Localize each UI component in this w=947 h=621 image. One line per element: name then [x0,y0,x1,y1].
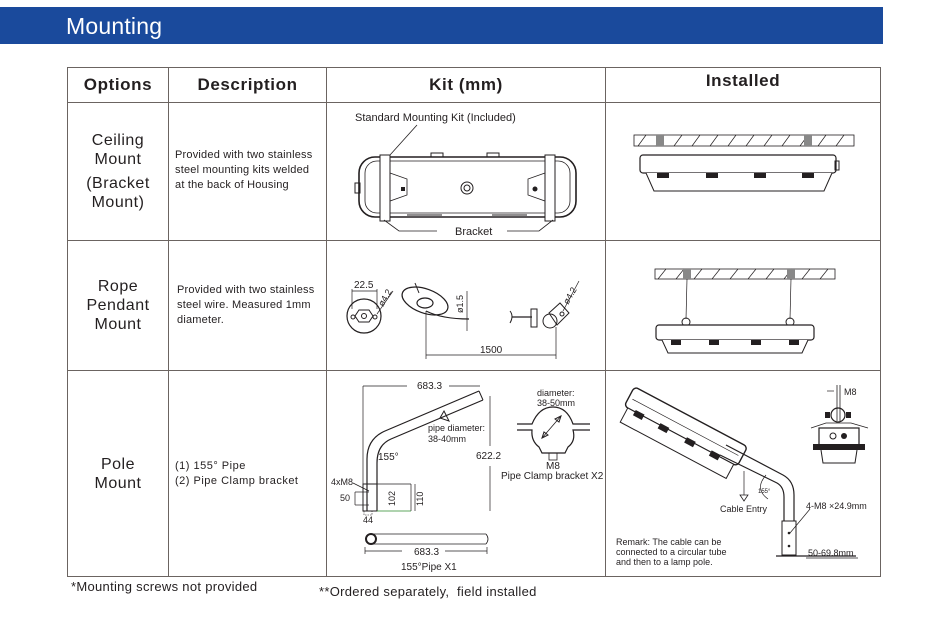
rope-pendant-fixture-icon [654,268,836,354]
dim-hole-left: ø4.2 [376,287,394,308]
description-line: (1) 155° Pipe [175,459,246,472]
pole-diameter: 50-69.8mm [808,548,854,558]
dim-wire: ø1.5 [455,295,465,313]
kit-rope-pendant: 22.5 ø4.2 ø1.5 [326,240,606,371]
remark-line: connected to a circular tube [616,547,727,557]
dim-plate-width: 22.5 [354,280,374,291]
description-line: Provided with two stainless [177,284,315,296]
pipe-diameter-value: 38-40mm [428,434,466,444]
description-line: at the back of Housing [175,179,289,191]
remark-line: and then to a lamp pole. [616,557,713,567]
header-kit: Kit (mm) [326,67,606,103]
description-line: steel mounting kits welded [175,164,310,176]
clamp-diameter-label: diameter: [537,388,575,398]
ceiling-bracket-drawing-icon: Standard Mounting Kit (Included) [354,112,577,238]
installed-bolt-label: M8 [844,387,857,397]
description-line: steel wire. Measured 1mm [177,299,311,311]
ceiling-mounted-fixture-icon [633,134,855,192]
option-line: Mount [94,316,142,333]
description-line: Provided with two stainless [175,149,313,161]
header-description: Description [168,67,327,103]
option-line: (Bracket [86,175,150,192]
dim-110: 110 [415,492,425,506]
footnote-ordered-separately: **Ordered separately, [319,584,450,599]
option-line: Mount [94,474,142,492]
kit-ceiling-mount: Standard Mounting Kit (Included) [326,102,606,241]
pole-mounted-fixture-icon: 155° Cable Entry 4-M8 ×24.9mm 50-69.8mm … [616,385,869,567]
kit-label-standard: Standard Mounting Kit (Included) [355,112,516,124]
header-options: Options [67,67,169,103]
section-banner: Mounting [0,7,883,44]
option-line: Ceiling [91,132,145,149]
option-ceiling-mount: Ceiling Mount (Bracket Mount) [67,102,169,241]
installed-rope-pendant [605,240,881,371]
dim-length: 1500 [480,345,503,356]
mounting-table: Options Description Kit (mm) Installed C… [67,67,881,577]
dim-44: 44 [363,515,373,525]
description-ceiling-mount: Provided with two stainless steel mounti… [168,102,327,241]
option-line: Rope [97,278,139,295]
clamp-bolt: M8 [546,461,560,472]
dim-top-length: 683.3 [417,381,442,392]
pole-pipe-kit-icon: 683.3 pipe diameter: 38-40mm 155° 622.2 … [331,381,604,573]
footnote-field-installed: field installed [457,584,537,599]
kit-pole-mount: 683.3 pipe diameter: 38-40mm 155° 622.2 … [326,370,606,577]
option-pole-mount: Pole Mount [67,370,169,577]
option-rope-pendant: Rope Pendant Mount [67,240,169,371]
dim-50: 50 [340,493,350,503]
table-row-ceiling-mount: Ceiling Mount (Bracket Mount) Provided w… [67,102,881,241]
installed-screws: 4-M8 ×24.9mm [806,501,867,511]
section-title: Mounting [66,13,163,39]
rope-pendant-kit-icon: 22.5 ø4.2 ø1.5 [346,280,580,359]
clamp-caption: Pipe Clamp bracket X2 [501,471,604,482]
installed-ceiling-mount [605,102,881,241]
table-row-rope-pendant: Rope Pendant Mount Provided with two sta… [67,240,881,371]
table-row-pole-mount: Pole Mount (1) 155° Pipe (2) Pipe Clamp … [67,370,881,577]
option-line: Mount) [91,194,145,211]
dim-screws: 4xM8 [331,477,353,487]
footnote-screws: *Mounting screws not provided [71,579,258,594]
description-line: (2) Pipe Clamp bracket [175,474,299,487]
dim-hole-right: ø4.2 [561,285,579,306]
option-line: Pole [100,455,136,473]
option-line: Pendant [86,297,150,314]
pipe-caption: 155°Pipe X1 [401,562,457,573]
installed-angle: 155° [758,489,771,495]
description-rope-pendant: Provided with two stainless steel wire. … [168,240,327,371]
pipe-angle: 155° [378,452,399,463]
option-line: Mount [94,151,142,168]
dim-height: 622.2 [476,451,501,462]
description-line: diameter. [177,314,225,326]
installed-pole-mount: 155° Cable Entry 4-M8 ×24.9mm 50-69.8mm … [605,370,881,577]
remark-line: Remark: The cable can be [616,537,721,547]
kit-label-bracket: Bracket [455,226,492,238]
dim-102: 102 [387,491,397,506]
clamp-diameter-value: 38-50mm [537,398,575,408]
dim-pipe-length: 683.3 [414,547,439,558]
table-header-row: Options Description Kit (mm) Installed [67,67,881,103]
description-pole-mount: (1) 155° Pipe (2) Pipe Clamp bracket [168,370,327,577]
pipe-diameter-label: pipe diameter: [428,423,485,433]
header-installed: Installed [605,67,881,103]
cable-entry-label: Cable Entry [720,504,768,514]
